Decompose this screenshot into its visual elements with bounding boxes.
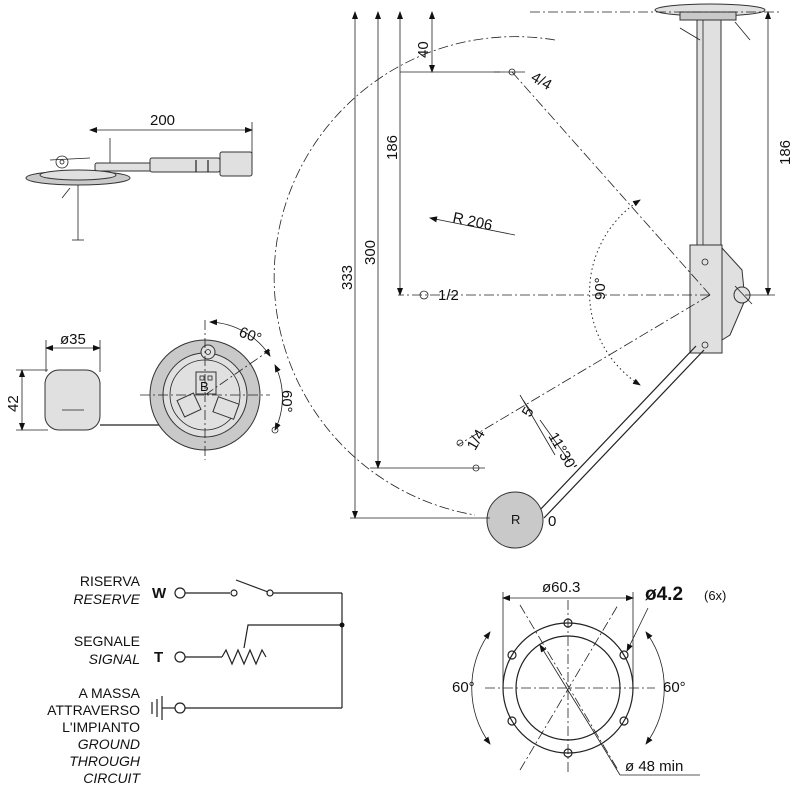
bolt-hole	[563, 748, 573, 758]
bolt-hole	[619, 716, 629, 726]
dim-hole-count: (6x)	[704, 588, 726, 603]
svg-text:B: B	[200, 379, 209, 394]
label-signal-it: SEGNALE	[74, 633, 140, 649]
pos-empty: 0	[548, 513, 556, 530]
dim-186-right: 186	[777, 140, 794, 165]
dim-60-top: 60°	[237, 324, 264, 348]
terminal-w	[174, 587, 186, 599]
dim-5: 5	[519, 404, 538, 420]
label-ground-it-2: ATTRAVERSO	[47, 702, 140, 718]
wiring-diagram: RISERVA RESERVE W SEGNALE SIGNAL T A MAS…	[47, 573, 345, 786]
pos-full: 4/4	[528, 69, 555, 94]
dim-90: 90°	[592, 277, 609, 300]
label-reserve-en: RESERVE	[73, 591, 140, 607]
label-ground-en-3: CIRCUIT	[83, 770, 141, 786]
bolt-hole	[507, 716, 517, 726]
sender-side-view: 200	[25, 112, 253, 241]
dim-60-left: 60°	[452, 679, 475, 696]
label-ground-en-2: THROUGH	[69, 753, 141, 769]
label-reserve-it: RISERVA	[80, 573, 141, 589]
pos-quarter: 1/4	[464, 427, 489, 454]
dim-dia-35: ø35	[60, 331, 86, 348]
dim-333: 333	[339, 265, 356, 290]
dim-60-side: 60°	[278, 390, 295, 413]
float-and-top-view: ø35 42 B 60° 60°	[5, 319, 295, 460]
dim-hole: ø4.2	[645, 584, 683, 605]
pos-marker: R	[511, 512, 520, 527]
dim-pcd: ø60.3	[542, 579, 580, 596]
terminal-w-label: W	[152, 585, 167, 602]
label-ground-en-1: GROUND	[78, 736, 140, 752]
pos-half: 1/2	[438, 287, 459, 304]
dim-186-left: 186	[384, 135, 401, 160]
bolt-hole	[619, 650, 629, 660]
dim-40: 40	[415, 41, 432, 58]
flange-pattern: ø60.3 ø4.2 (6x) 60° 60° ø 48 min	[452, 579, 726, 776]
dim-r206: R 206	[451, 209, 494, 234]
terminal-ground	[174, 702, 186, 714]
bolt-hole	[507, 650, 517, 660]
label-signal-en: SIGNAL	[89, 651, 140, 667]
label-ground-it-3: L'IMPIANTO	[62, 719, 140, 735]
terminal-t	[174, 651, 186, 663]
bolt-hole	[563, 618, 573, 628]
terminal-t-label: T	[154, 649, 163, 666]
label-ground-it-1: A MASSA	[79, 685, 141, 701]
dim-42: 42	[5, 395, 22, 412]
dim-11-30: 11°30'	[545, 430, 580, 474]
dim-60-right: 60°	[663, 679, 686, 696]
main-elevation: R 0 4/4 1/2 1/4 90° R 206 5 11°30' 333	[273, 3, 794, 549]
dim-200: 200	[150, 112, 175, 129]
dim-300: 300	[362, 240, 379, 265]
dim-bore: ø 48 min	[625, 758, 683, 775]
